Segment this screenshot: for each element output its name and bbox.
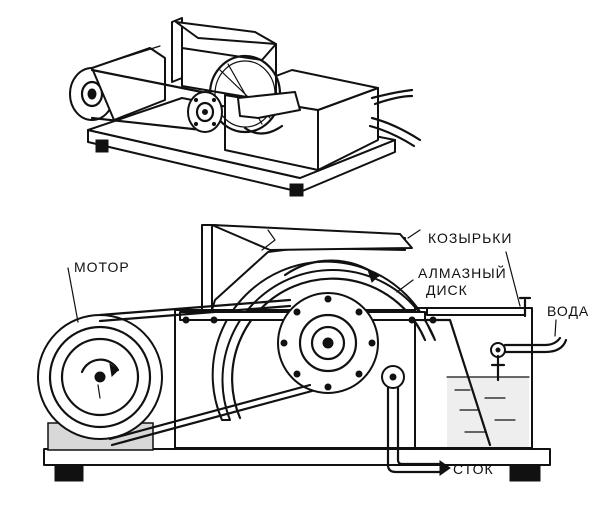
drive-belt-top xyxy=(98,298,292,317)
flange-bolts xyxy=(280,295,376,391)
visor-plate xyxy=(211,224,413,251)
drive-belt-bottom xyxy=(108,383,312,441)
tank-rim-visor xyxy=(426,307,526,316)
water-ripples xyxy=(454,389,516,433)
leader-visors xyxy=(407,229,421,239)
label-water: ВОДА xyxy=(547,303,589,319)
float-valve xyxy=(490,342,506,382)
iso-belt-bottom xyxy=(90,116,204,132)
rotation-arrow-motor xyxy=(80,358,120,374)
iso-belt-top xyxy=(90,68,204,94)
water-inlet-pipe xyxy=(503,336,562,347)
leader-water xyxy=(554,319,557,337)
isometric-view xyxy=(69,17,422,197)
iso-drain-pipe xyxy=(370,116,422,142)
label-drain: СТОК xyxy=(453,461,494,477)
iso-hood-upright xyxy=(171,17,183,83)
leader-visors-2 xyxy=(505,251,521,307)
side-view: МОТОР КОЗЫРЬКИ АЛМАЗНЫЙ ДИСК ВОДА СТОК xyxy=(37,224,589,482)
leader-motor xyxy=(67,267,79,323)
iso-visor xyxy=(175,21,277,45)
foot-right xyxy=(509,464,541,482)
diamond-disc xyxy=(231,277,427,420)
iso-water-hose xyxy=(370,88,414,100)
iso-motor-body xyxy=(91,47,166,121)
foot-left xyxy=(54,464,84,482)
iso-clamp xyxy=(237,91,301,119)
leader-disc xyxy=(396,279,414,293)
drain-pipe xyxy=(381,365,451,476)
iso-foot-front-right xyxy=(289,183,304,197)
iso-hood-side xyxy=(181,43,277,103)
label-diamond-disc-2: ДИСК xyxy=(426,282,468,298)
label-visors: КОЗЫРЬКИ xyxy=(428,230,512,246)
iso-foot-front-left xyxy=(95,139,109,153)
motor xyxy=(37,314,163,451)
label-diamond-disc-1: АЛМАЗНЫЙ xyxy=(418,264,507,281)
label-motor: МОТОР xyxy=(74,259,130,275)
hood-back xyxy=(201,224,213,311)
